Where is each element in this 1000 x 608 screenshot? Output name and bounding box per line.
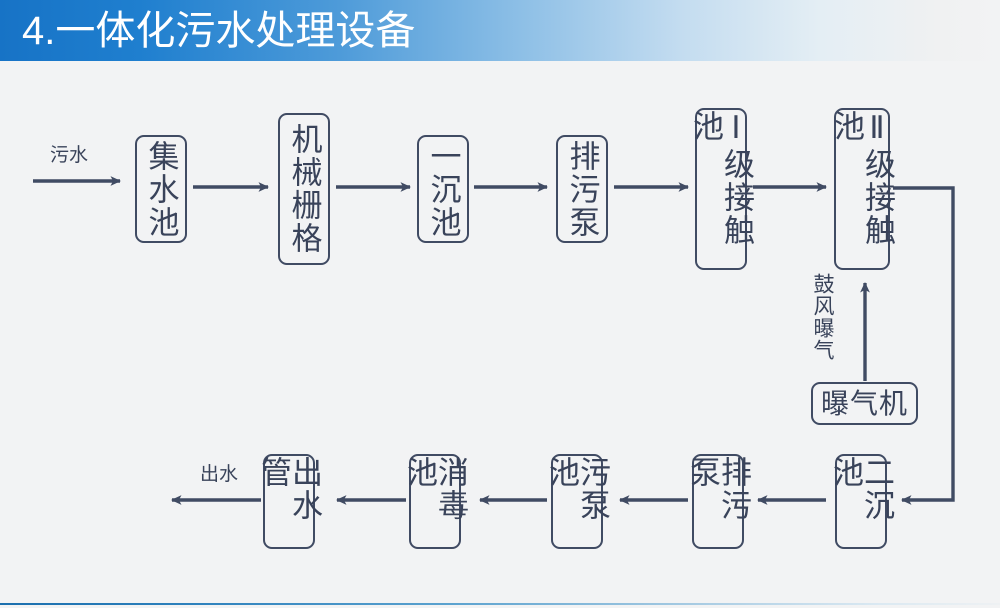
bottom-accent-rule	[0, 603, 1000, 605]
node-jishuichi[interactable]: 集水池	[135, 135, 187, 243]
node-label: 消毒池	[402, 456, 468, 522]
node-label: 污泵池	[544, 456, 610, 522]
node-yichenchi[interactable]: 一沉池	[417, 135, 469, 243]
node-jiechuchi-1[interactable]: Ⅰ级接触池	[688, 108, 754, 270]
outlet-label: 出水	[200, 464, 239, 485]
node-erchenchi[interactable]: 二沉池	[828, 454, 894, 549]
node-label: 曝气机	[820, 387, 908, 419]
node-label: 排污泵	[564, 139, 600, 239]
aeration-label: 鼓风曝气	[811, 273, 834, 361]
node-jixieshange[interactable]: 机械栅格	[278, 113, 330, 265]
node-label: 二沉池	[828, 456, 894, 522]
page-title: 4.一体化污水处理设备	[22, 9, 416, 53]
node-jiechuchi-2[interactable]: Ⅱ级接触池	[829, 108, 895, 270]
node-chushuiguan[interactable]: 出水管	[256, 454, 322, 549]
process-flow-diagram: 污水 出水 鼓风曝气 集水池 机械栅格 一沉池 排污泵 Ⅰ级接触池 Ⅱ级接触池 …	[0, 61, 1000, 603]
node-wubengchi[interactable]: 污泵池	[544, 454, 610, 549]
node-puqiji[interactable]: 曝气机	[811, 382, 918, 425]
arrow-jiechuchi2-to-erchenchi	[893, 186, 955, 505]
node-label: Ⅰ级接触池	[688, 110, 754, 247]
node-paiwubeng-bottom[interactable]: 排污泵	[685, 454, 751, 549]
node-xiaoduchi[interactable]: 消毒池	[402, 454, 468, 549]
node-label: 一沉池	[425, 139, 461, 239]
node-label: 排污泵	[685, 456, 751, 522]
node-label: 集水池	[143, 139, 179, 239]
node-label: 出水管	[256, 456, 322, 522]
inlet-label: 污水	[50, 145, 89, 166]
title-bar: 4.一体化污水处理设备	[0, 0, 1000, 61]
node-label: 机械栅格	[286, 123, 322, 255]
node-label: Ⅱ级接触池	[829, 110, 895, 247]
node-paiwubeng-top[interactable]: 排污泵	[556, 135, 608, 243]
